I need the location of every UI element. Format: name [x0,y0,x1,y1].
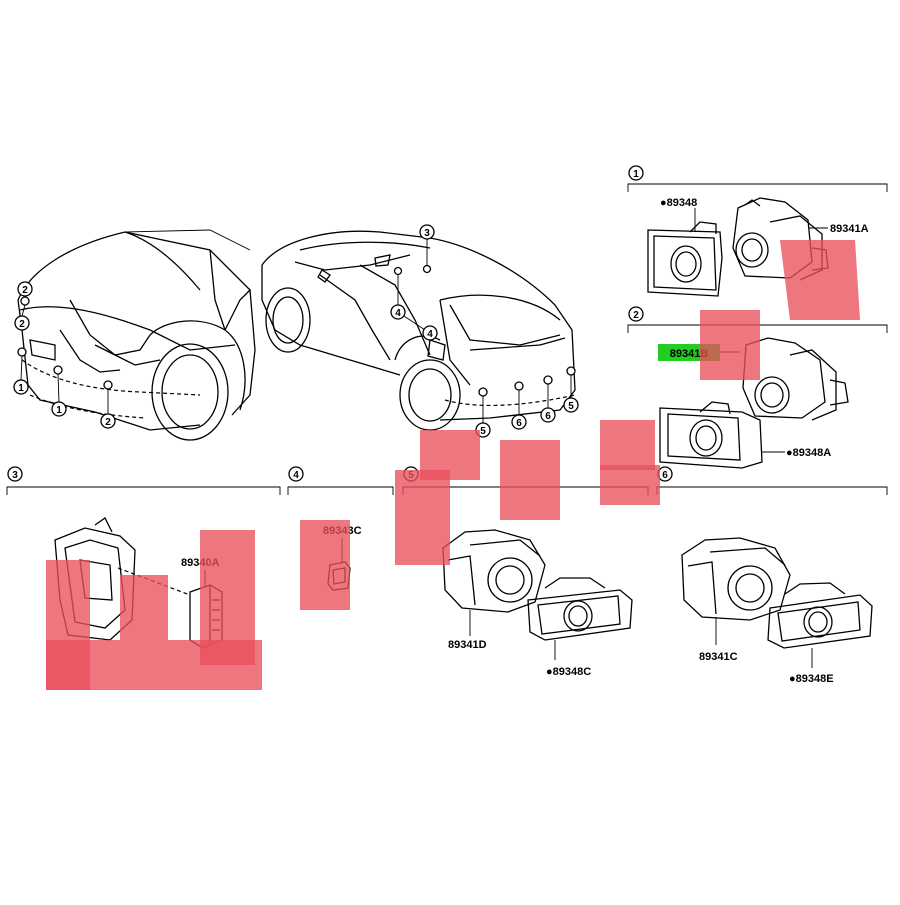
front-callout-2c: 2 [105,417,111,428]
front-callout-2b: 2 [19,319,25,330]
section-4-number: 4 [293,470,299,481]
part-89341c-label: 89341C [699,651,738,663]
rear-callouts-top: 3 4 4 [390,224,438,341]
part-89341d-label: 89341D [448,639,487,651]
rear-callout-3: 3 [424,228,430,239]
section-6-number: 6 [662,470,668,481]
section-2-number: 2 [633,310,639,321]
part-89348e-label: ●89348E [789,673,834,685]
front-callout-2a: 2 [22,285,28,296]
section-6: 6 89341C ●89348E [656,466,888,685]
section-3-number: 3 [12,470,18,481]
part-89348c-label: ●89348C [546,666,591,678]
watermark-logo [46,240,860,690]
part-89348-label: ●89348 [660,197,697,209]
rear-car-illustration [261,230,576,431]
rear-callout-4b: 4 [427,329,433,340]
part-89341b-label: 89341B [670,348,709,360]
front-callouts: 2 2 1 1 2 [13,281,116,429]
front-sensor-markers [17,296,113,390]
section-1-number: 1 [633,169,639,180]
rear-callout-4a: 4 [395,308,401,319]
front-callout-1b: 1 [56,405,62,416]
rear-callout-5b: 5 [568,401,574,412]
rear-callout-5a: 5 [480,426,486,437]
part-89348a-label: ●89348A [786,447,831,459]
rear-callout-6b: 6 [545,411,551,422]
front-callout-1a: 1 [18,383,24,394]
rear-callout-6a: 6 [516,418,522,429]
rear-sensor-markers: 5 6 6 5 [475,366,579,438]
part-89341a-label: 89341A [830,223,869,235]
